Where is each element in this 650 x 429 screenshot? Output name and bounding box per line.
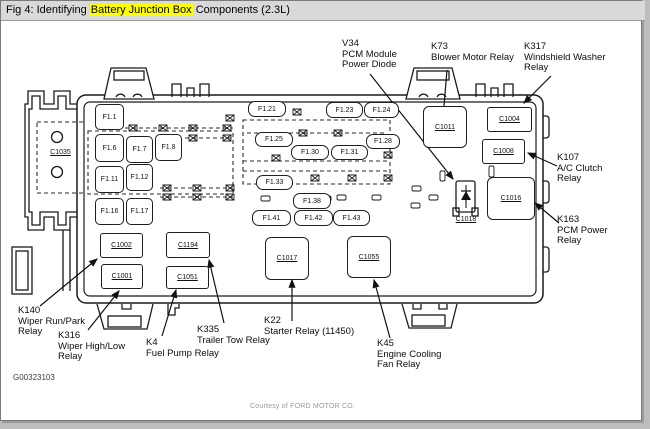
fuse-f1-28: F1.28 bbox=[366, 134, 400, 149]
top-edge-tabs bbox=[171, 83, 514, 97]
fuse-f1-1: F1.1 bbox=[95, 104, 124, 130]
bottom-mount-right bbox=[401, 303, 458, 329]
leader-k335 bbox=[207, 258, 225, 324]
callout-k335-trailer-tow-relay: K335 Trailer Tow Relay bbox=[197, 324, 270, 346]
callout-k317-windshield-washer-relay: K317 Windshield Washer Relay bbox=[524, 41, 606, 73]
leader-k45 bbox=[372, 278, 391, 339]
fuse-f1-6: F1.6 bbox=[95, 134, 124, 162]
callout-v34-pcm-module-power-diode: V34 PCM Module Power Diode bbox=[342, 38, 397, 70]
callout-k140-wiper-run-park-relay: K140 Wiper Run/Park Relay bbox=[18, 305, 86, 337]
fuse-f1-41: F1.41 bbox=[252, 210, 291, 226]
fuse-f1-12: F1.12 bbox=[126, 164, 153, 191]
connector-c1051: C1051 bbox=[166, 266, 209, 289]
connector-c1011: C1011 bbox=[423, 106, 467, 148]
figure-title-suffix: Components (2.3L) bbox=[192, 4, 290, 16]
fuse-f1-30: F1.30 bbox=[291, 145, 329, 160]
credit-line: Courtesy of FORD MOTOR CO. bbox=[250, 403, 356, 410]
leader-v34 bbox=[369, 73, 454, 180]
connector-c1055: C1055 bbox=[347, 236, 391, 278]
connector-c1008: C1008 bbox=[482, 139, 525, 164]
callout-k73-blower-motor-relay: K73 Blower Motor Relay bbox=[431, 41, 514, 63]
callout-k22-starter-relay: K22 Starter Relay (11450) bbox=[264, 315, 355, 337]
leader-k163 bbox=[534, 202, 560, 224]
callout-k4-fuel-pump-relay: K4 Fuel Pump Relay bbox=[146, 337, 219, 359]
fuse-f1-42: F1.42 bbox=[294, 210, 333, 226]
fuse-f1-31: F1.31 bbox=[331, 145, 368, 160]
leader-k140 bbox=[39, 258, 98, 307]
connector-c1035-label: C1035 bbox=[50, 149, 71, 156]
connector-c1002: C1002 bbox=[100, 233, 143, 258]
connector-c1017: C1017 bbox=[265, 237, 309, 280]
right-edge-tabs bbox=[543, 115, 550, 273]
fuse-f1-43: F1.43 bbox=[333, 210, 370, 226]
fuse-f1-24: F1.24 bbox=[364, 102, 399, 118]
fuse-f1-8: F1.8 bbox=[155, 134, 182, 161]
pcm-power-diode-symbol bbox=[452, 180, 479, 217]
top-mount-right bbox=[405, 67, 461, 100]
callout-k163-pcm-power-relay: K163 PCM Power Relay bbox=[557, 214, 608, 246]
fuse-f1-17: F1.17 bbox=[126, 198, 153, 225]
figure-number-code: G00323103 bbox=[13, 373, 55, 382]
connector-c1004: C1004 bbox=[487, 107, 532, 132]
fuse-f1-23: F1.23 bbox=[326, 102, 363, 118]
callout-k316-wiper-high-low-relay: K316 Wiper High/Low Relay bbox=[58, 330, 126, 362]
leader-k73 bbox=[443, 69, 448, 107]
mounting-bracket bbox=[11, 90, 77, 295]
bottom-mount-left bbox=[96, 303, 180, 330]
figure-title-highlight: Battery Junction Box bbox=[89, 4, 193, 16]
connector-c1001: C1001 bbox=[101, 264, 143, 289]
fuse-f1-33: F1.33 bbox=[256, 175, 293, 190]
leader-k316 bbox=[87, 290, 120, 331]
fuse-f1-38: F1.38 bbox=[293, 193, 331, 209]
figure-title-prefix: Fig 4: Identifying bbox=[6, 4, 90, 16]
fuse-f1-16: F1.16 bbox=[95, 198, 124, 225]
top-mount-left bbox=[103, 67, 155, 100]
connector-c1194: C1194 bbox=[166, 232, 210, 258]
connector-c1016: C1016 bbox=[487, 177, 535, 220]
fuse-f1-25: F1.25 bbox=[255, 132, 293, 147]
callout-k107-ac-clutch-relay: K107 A/C Clutch Relay bbox=[557, 152, 603, 184]
fuse-f1-11: F1.11 bbox=[95, 166, 124, 193]
leader-k317 bbox=[523, 75, 552, 104]
callout-k45-engine-cooling-fan-relay: K45 Engine Cooling Fan Relay bbox=[377, 338, 442, 370]
leader-k107 bbox=[526, 152, 558, 167]
leader-k4 bbox=[161, 288, 178, 337]
callout-leader-lines bbox=[39, 69, 560, 339]
c1035-pin-circles bbox=[50, 130, 64, 179]
fuse-f1-21: F1.21 bbox=[248, 101, 286, 117]
figure-title-bar: Fig 4: Identifying Battery Junction Box … bbox=[1, 1, 645, 21]
connector-c1018-label: C1018 bbox=[455, 216, 477, 223]
fuse-f1-7: F1.7 bbox=[126, 136, 153, 163]
fuse-contact-symbols bbox=[128, 108, 495, 209]
